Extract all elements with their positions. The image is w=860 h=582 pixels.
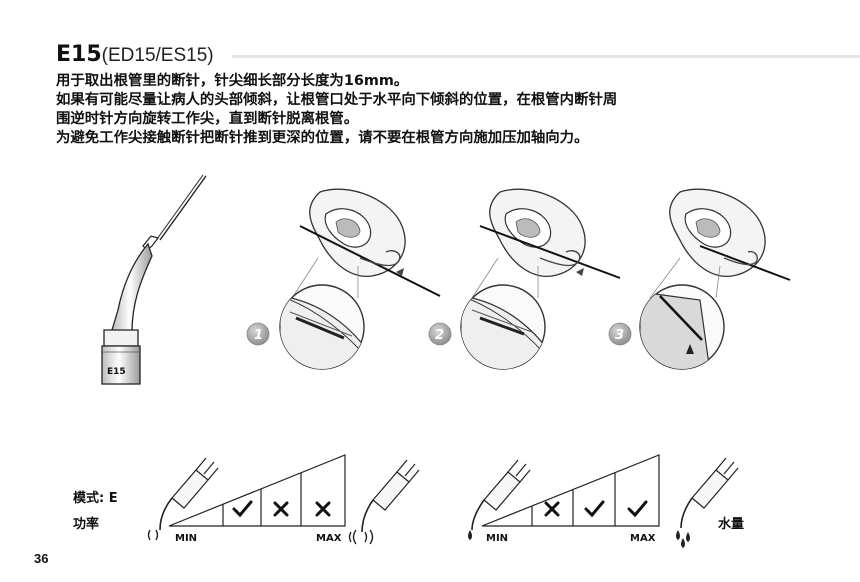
tip-code: E15 xyxy=(56,42,102,67)
water-level-1-cross-icon xyxy=(544,501,560,517)
water-scale: MIN MAX xyxy=(468,454,690,548)
power-min-label: MIN xyxy=(175,533,197,544)
water-label: 水量 xyxy=(718,517,745,532)
tip-models: (ED15/ES15) xyxy=(101,45,214,66)
power-level-1-check-icon xyxy=(232,500,253,518)
power-level-3-cross-icon xyxy=(315,501,331,517)
step-number-3: 3 xyxy=(615,328,624,343)
step-3-illustration: 3 xyxy=(608,188,791,370)
tip-drawing: E15 xyxy=(101,174,207,385)
handpiece-icon-2 xyxy=(361,459,420,533)
title-rule xyxy=(232,55,860,58)
step-1-illustration: 1 xyxy=(246,188,441,370)
power-max-label: MAX xyxy=(316,533,342,544)
description-line-1: 用于取出根管里的断针，针尖细长部分长度为16mm。 xyxy=(56,73,409,89)
tip-label: E15 xyxy=(107,367,126,377)
water-level-2-check-icon xyxy=(584,500,605,518)
water-level-3-check-icon xyxy=(627,500,648,518)
power-label: 功率 xyxy=(73,517,100,532)
level-marks xyxy=(232,500,648,518)
power-scale: MIN MAX xyxy=(147,454,374,545)
step-2-illustration: 2 xyxy=(428,188,621,370)
description: 用于取出根管里的断针，针尖细长部分长度为16mm。 如果有可能尽量让病人的头部倾… xyxy=(56,72,846,148)
mode-label: 模式: E xyxy=(73,491,118,506)
description-line-3: 围逆时针方向旋转工作尖，直到断针脱离根管。 xyxy=(56,111,359,127)
description-line-4: 为避免工作尖接触断针把断针推到更深的位置，请不要在根管方向施加压加轴向力。 xyxy=(56,130,589,146)
power-level-2-cross-icon xyxy=(273,501,289,517)
handpiece-icon-1 xyxy=(159,457,219,531)
description-line-2: 如果有可能尽量让病人的头部倾斜，让根管口处于水平向下倾斜的位置，在根管内断针周 xyxy=(56,92,618,108)
handpiece-icon-3 xyxy=(471,459,531,531)
handpiece-icon-4 xyxy=(680,457,739,529)
step-number-2: 2 xyxy=(435,328,444,343)
step-number-1: 1 xyxy=(254,328,263,343)
water-max-label: MAX xyxy=(630,533,656,544)
tip-title: E15(ED15/ES15) xyxy=(56,44,214,66)
page-number: 36 xyxy=(34,551,49,566)
water-min-label: MIN xyxy=(486,533,508,544)
